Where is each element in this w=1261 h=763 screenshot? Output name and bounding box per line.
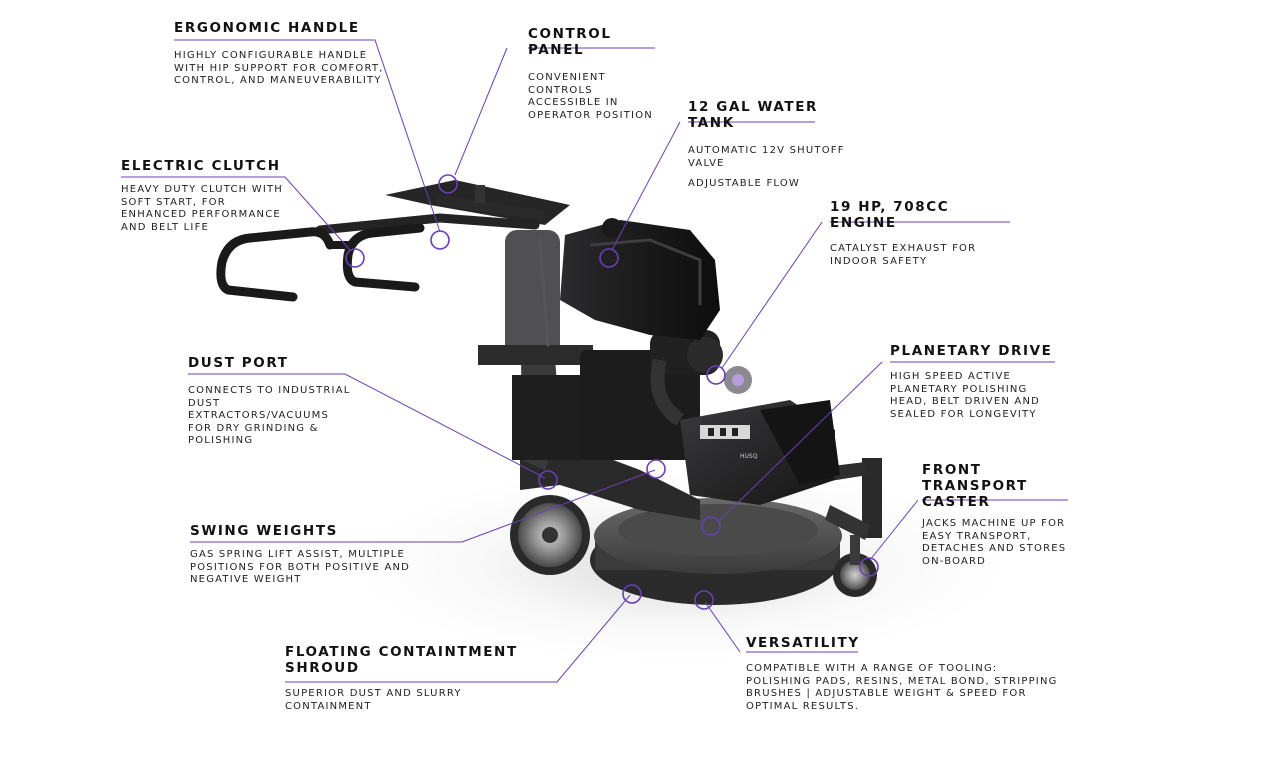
callout-title: 19 HP, 708CC ENGINE — [830, 199, 950, 231]
water-tank — [560, 218, 720, 340]
marker-circles — [345, 174, 879, 610]
callout-title: PLANETARY DRIVE — [890, 343, 1053, 359]
callout-desc: CONVENIENT CONTROLS ACCESSIBLE IN OPERAT… — [528, 72, 653, 121]
callout-desc: COMPATIBLE WITH A RANGE OF TOOLING: POLI… — [746, 663, 1058, 712]
callout-control-panel: CONTROL PANEL CONVENIENT CONTROLS ACCESS… — [528, 26, 658, 122]
callout-title: DUST PORT — [188, 355, 289, 371]
callout-desc: HIGH SPEED ACTIVE PLANETARY POLISHING HE… — [890, 371, 1041, 420]
callout-front-caster: FRONT TRANSPORT CASTER JACKS MACHINE UP … — [922, 462, 1092, 568]
callout-title: 12 GAL WATER TANK — [688, 99, 819, 131]
callout-desc: SUPERIOR DUST AND SLURRY CONTAINMENT — [285, 688, 462, 712]
callout-desc-2: ADJUSTABLE FLOW — [688, 178, 800, 189]
callout-swing-weights: SWING WEIGHTS GAS SPRING LIFT ASSIST, MU… — [190, 523, 440, 587]
callout-title: FRONT TRANSPORT CASTER — [922, 462, 1028, 510]
callout-title: CONTROL PANEL — [528, 26, 612, 58]
callout-engine: 19 HP, 708CC ENGINE CATALYST EXHAUST FOR… — [830, 199, 1015, 268]
front-caster — [800, 458, 882, 597]
containment-shroud — [590, 498, 842, 605]
callout-desc: HIGHLY CONFIGURABLE HANDLE WITH HIP SUPP… — [174, 50, 384, 86]
callout-versatility: VERSATILITY COMPATIBLE WITH A RANGE OF T… — [746, 635, 1061, 713]
callout-electric-clutch: ELECTRIC CLUTCH HEAVY DUTY CLUTCH WITH S… — [121, 158, 286, 234]
handle-assembly — [216, 180, 570, 347]
callout-desc: CATALYST EXHAUST FOR INDOOR SAFETY — [830, 243, 977, 267]
rear-wheel — [510, 495, 590, 575]
planetary-drive-housing — [680, 400, 840, 505]
callout-title: SWING WEIGHTS — [190, 523, 338, 539]
callout-shroud: FLOATING CONTAINTMENT SHROUD SUPERIOR DU… — [285, 644, 520, 713]
callout-ergonomic-handle: ERGONOMIC HANDLE HIGHLY CONFIGURABLE HAN… — [174, 20, 389, 88]
callout-planetary-drive: PLANETARY DRIVE HIGH SPEED ACTIVE PLANET… — [890, 343, 1060, 421]
chassis-frame — [478, 230, 700, 520]
callout-water-tank: 12 GAL WATER TANK AUTOMATIC 12V SHUTOFF … — [688, 99, 848, 191]
callout-desc: HEAVY DUTY CLUTCH WITH SOFT START, FOR E… — [121, 184, 284, 233]
callout-desc: JACKS MACHINE UP FOR EASY TRANSPORT, DET… — [922, 518, 1067, 567]
callout-desc: CONNECTS TO INDUSTRIAL DUST EXTRACTORS/V… — [188, 385, 351, 446]
callout-title: VERSATILITY — [746, 635, 860, 651]
engine-block — [580, 330, 752, 460]
leader-lines — [121, 39, 1068, 683]
callout-dust-port: DUST PORT CONNECTS TO INDUSTRIAL DUST EX… — [188, 355, 353, 448]
callout-desc: GAS SPRING LIFT ASSIST, MULTIPLE POSITIO… — [190, 549, 411, 585]
callout-desc: AUTOMATIC 12V SHUTOFF VALVE — [688, 145, 845, 169]
callout-title: ELECTRIC CLUTCH — [121, 158, 281, 174]
callout-title: FLOATING CONTAINTMENT SHROUD — [285, 644, 518, 676]
callout-title: ERGONOMIC HANDLE — [174, 20, 360, 36]
